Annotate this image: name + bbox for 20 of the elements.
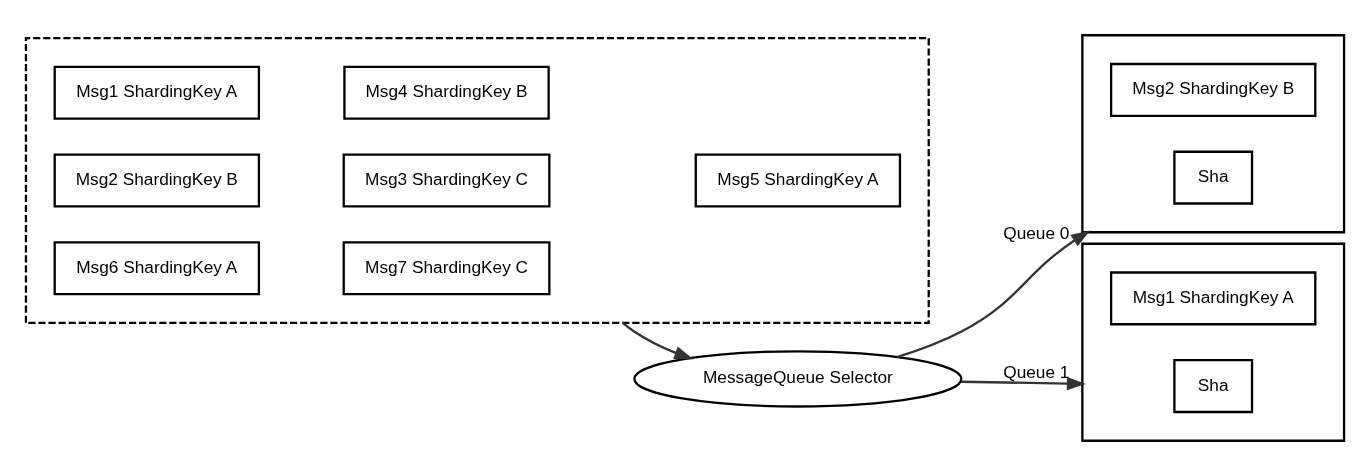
- node-box: Msg2 ShardingKey B: [53, 152, 261, 207]
- node-box: Msg4 ShardingKey B: [343, 65, 550, 120]
- node-box: Msg1 ShardingKey A: [1109, 270, 1317, 325]
- arrow: [622, 321, 694, 359]
- edge-label: Queue 1: [1003, 361, 1070, 382]
- arrow: [896, 229, 1091, 358]
- arrow: [961, 376, 1086, 390]
- node-box: Msg1 ShardingKey A: [53, 65, 261, 120]
- node-box: Msg3 ShardingKey C: [342, 152, 551, 207]
- node-box: Msg5 ShardingKey A: [694, 152, 902, 207]
- edge-label: Queue 0: [1003, 222, 1070, 243]
- node-box: Msg2 ShardingKey B: [1109, 62, 1317, 117]
- node-ellipse: MessageQueue Selector: [633, 349, 963, 408]
- cluster: [1081, 33, 1346, 233]
- node-box: Msg6 ShardingKey A: [53, 240, 261, 295]
- node-box: Sha: [1173, 358, 1254, 413]
- node-box: Msg7 ShardingKey C: [342, 240, 551, 295]
- cluster: [24, 36, 930, 324]
- cluster: [1081, 242, 1346, 442]
- node-box: Sha: [1173, 150, 1254, 205]
